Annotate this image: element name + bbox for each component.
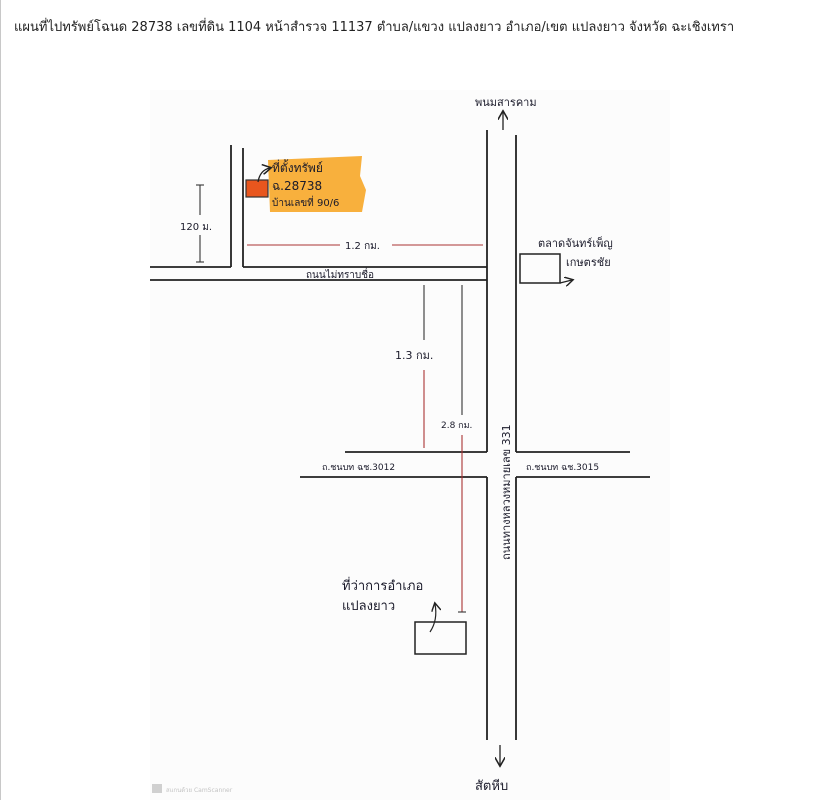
- district-office-label-2: แปลงยาว: [342, 599, 395, 614]
- property-label-2: ฉ.28738: [272, 179, 322, 193]
- distance-2-8-label: 2.8 กม.: [441, 421, 472, 431]
- north-destination-label: พนมสารคาม: [475, 96, 537, 109]
- property-arrow-icon: [257, 168, 270, 183]
- west-road-label: ถ.ชนบท ฉช.3012: [322, 463, 395, 473]
- market-building: [519, 253, 561, 284]
- distance-1-3-label: 1.3 กม.: [395, 349, 433, 362]
- distance-1-2-label: 1.2 กม.: [345, 241, 380, 252]
- market-arrow-icon: [559, 280, 572, 283]
- camscanner-logo: [152, 784, 162, 793]
- district-office-label-1: ที่ว่าการอำเภอ: [342, 577, 423, 594]
- district-office-arrow-icon: [429, 604, 436, 633]
- highlight-marker: [268, 156, 366, 212]
- district-office-building: [414, 621, 467, 655]
- unnamed-road-label: ถนนไม่ทราบชื่อ: [306, 267, 374, 281]
- property-label-3: บ้านเลขที่ 90/6: [272, 195, 339, 209]
- scanned-map-sheet: [150, 90, 670, 800]
- south-destination-label: สัตหีบ: [475, 778, 508, 794]
- watermark: สแกนด้วย CamScanner: [166, 787, 233, 794]
- east-road-label: ถ.ชนบท ฉช.3015: [526, 463, 599, 473]
- distance-120-label: 120 ม.: [180, 222, 212, 233]
- property-label-1: ที่ตั้งทรัพย์: [272, 159, 323, 175]
- dimension-lines: [196, 184, 483, 613]
- market-label-1: ตลาดจันทร์เพ็ญ: [538, 236, 613, 250]
- highway-label: ถนนทางหลวงหมายเลข 331: [500, 424, 513, 560]
- property-marker: [245, 179, 269, 198]
- document-title: แผนที่ไปทรัพย์โฉนด 28738 เลขที่ดิน 1104 …: [14, 20, 735, 35]
- roads: [150, 130, 650, 740]
- market-label-2: เกษตรชัย: [566, 256, 611, 269]
